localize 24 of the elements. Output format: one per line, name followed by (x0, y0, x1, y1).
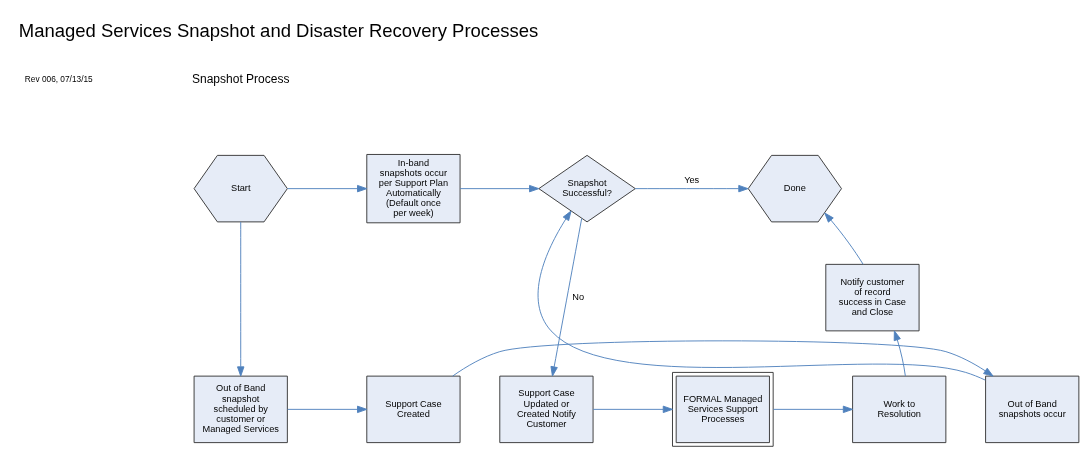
arrow (459, 184, 540, 192)
arrow (592, 405, 673, 413)
arrow (893, 329, 906, 376)
arrow (287, 184, 368, 192)
arrow (537, 210, 986, 381)
node-box: Work to Resolution (852, 375, 947, 443)
arrow (237, 221, 245, 377)
node-box: Support Case Created (366, 375, 461, 443)
label: Snapshot Process (192, 71, 290, 86)
node-box: Support Case Updated or Created Notify Customer (499, 375, 594, 443)
diagram-title: Managed Services Snapshot and Disaster Recovery Processes (18, 19, 539, 41)
arrow (287, 405, 368, 413)
edge-label: Yes (684, 174, 700, 185)
arrow (773, 405, 853, 413)
arrow (634, 184, 749, 192)
node-box: Notify customer of record success in Case and Close (825, 263, 920, 331)
edge-label: No (572, 291, 585, 302)
arrow (452, 339, 994, 377)
node-box: Out of Band snapshots occur (985, 375, 1080, 443)
arrow (824, 212, 864, 265)
arrow (550, 217, 583, 376)
node-box: Out of Band snapshot scheduled by customer or Managed Services (193, 375, 288, 443)
label: Rev 006, 07/13/15 (24, 73, 93, 84)
node-box: In-band snapshots occur per Support Plan Automatically (Default once per week) (366, 153, 461, 223)
